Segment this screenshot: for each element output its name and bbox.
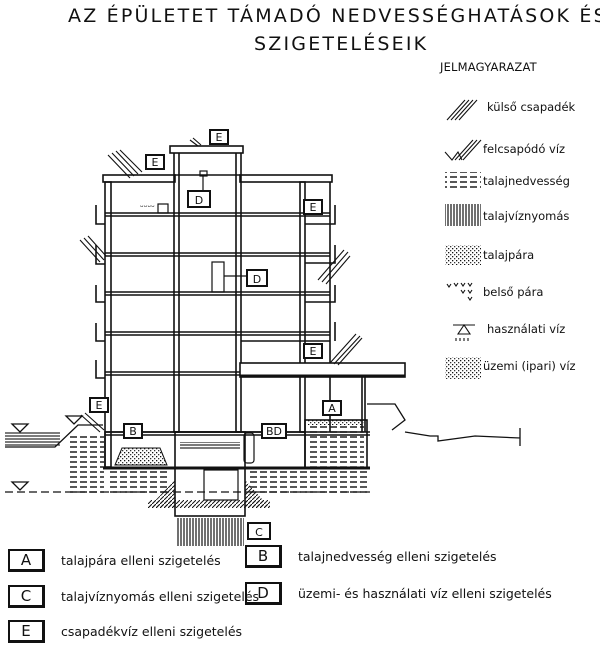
label-canopy-e: E [310, 345, 317, 358]
legend-item-label: talajnedvesség [483, 174, 570, 188]
soil-vapour-mound [114, 447, 168, 466]
groundwater-zone [148, 480, 270, 546]
external-precipitation-icon [446, 99, 478, 121]
key-item-c: C talajvíznyomás elleni szigetelés [8, 585, 259, 608]
key-item-e: E csapadékvíz elleni szigetelés [8, 620, 242, 643]
title-line-1: AZ ÉPÜLETET TÁMADÓ NEDVESSÉGHATÁSOK ÉS [68, 5, 600, 27]
label-d-mid: D [253, 273, 261, 286]
label-bd: BD [266, 425, 282, 438]
key-text: talajpára elleni szigetelés [61, 553, 221, 568]
title-line-2: SZIGETELÉSEIK [254, 33, 429, 55]
label-top-left-e: E [152, 156, 159, 169]
key-item-b: B talajnedvesség elleni szigetelés [245, 545, 497, 568]
legend-item-label: belső pára [483, 285, 544, 299]
legend-item-label: üzemi (ipari) víz [483, 359, 576, 373]
key-item-d: D üzemi- és használati víz elleni sziget… [245, 582, 552, 605]
fixtures [157, 170, 255, 501]
soil-vapour-icon [445, 245, 481, 265]
label-roof-e: E [216, 131, 223, 144]
splash-water-icon [444, 139, 482, 161]
key-text: talajnedvesség elleni szigetelés [298, 549, 497, 564]
utility-water-icon [453, 324, 475, 341]
interior-vapour-marks: ᵕᵕᵕᵕ [140, 203, 155, 213]
industrial-water-icon [445, 357, 481, 379]
key-letter: E [8, 620, 45, 643]
legend-item-label: külső csapadék [487, 100, 576, 114]
soil-vapour-layer [308, 420, 364, 425]
soil-moisture-icon [445, 172, 481, 188]
legend-item-label: használati víz [487, 322, 566, 336]
key-text: üzemi- és használati víz elleni szigetel… [298, 586, 552, 601]
label-ground-left-e: E [96, 399, 103, 412]
key-letter: A [8, 549, 45, 572]
legend-item-label: talajpára [483, 248, 535, 262]
key-text: csapadékvíz elleni szigetelés [61, 624, 243, 639]
key-letter: B [245, 545, 282, 568]
legend-icons [444, 99, 482, 379]
key-item-a: A talajpára elleni szigetelés [8, 549, 221, 572]
key-text: talajvíznyomás elleni szigetelés [61, 589, 260, 604]
label-d-top: D [195, 194, 203, 207]
legend-heading: JELMAGYARAZAT [440, 60, 537, 74]
key-letter: C [8, 585, 45, 608]
legend-item-label: felcsapódó víz [483, 142, 566, 156]
label-b: B [129, 425, 137, 438]
ground-lines [5, 403, 521, 493]
groundwater-pressure-icon [445, 204, 481, 226]
key-letter: D [245, 582, 282, 605]
label-right-e: E [310, 201, 317, 214]
building-frame [95, 145, 406, 517]
label-c: C [255, 526, 263, 539]
interior-vapour-icon [446, 282, 473, 301]
label-a: A [328, 402, 336, 415]
soil-moisture-zones [5, 425, 368, 495]
precipitation-marks [79, 137, 363, 433]
legend-item-label: talajvíznyomás [483, 209, 570, 223]
